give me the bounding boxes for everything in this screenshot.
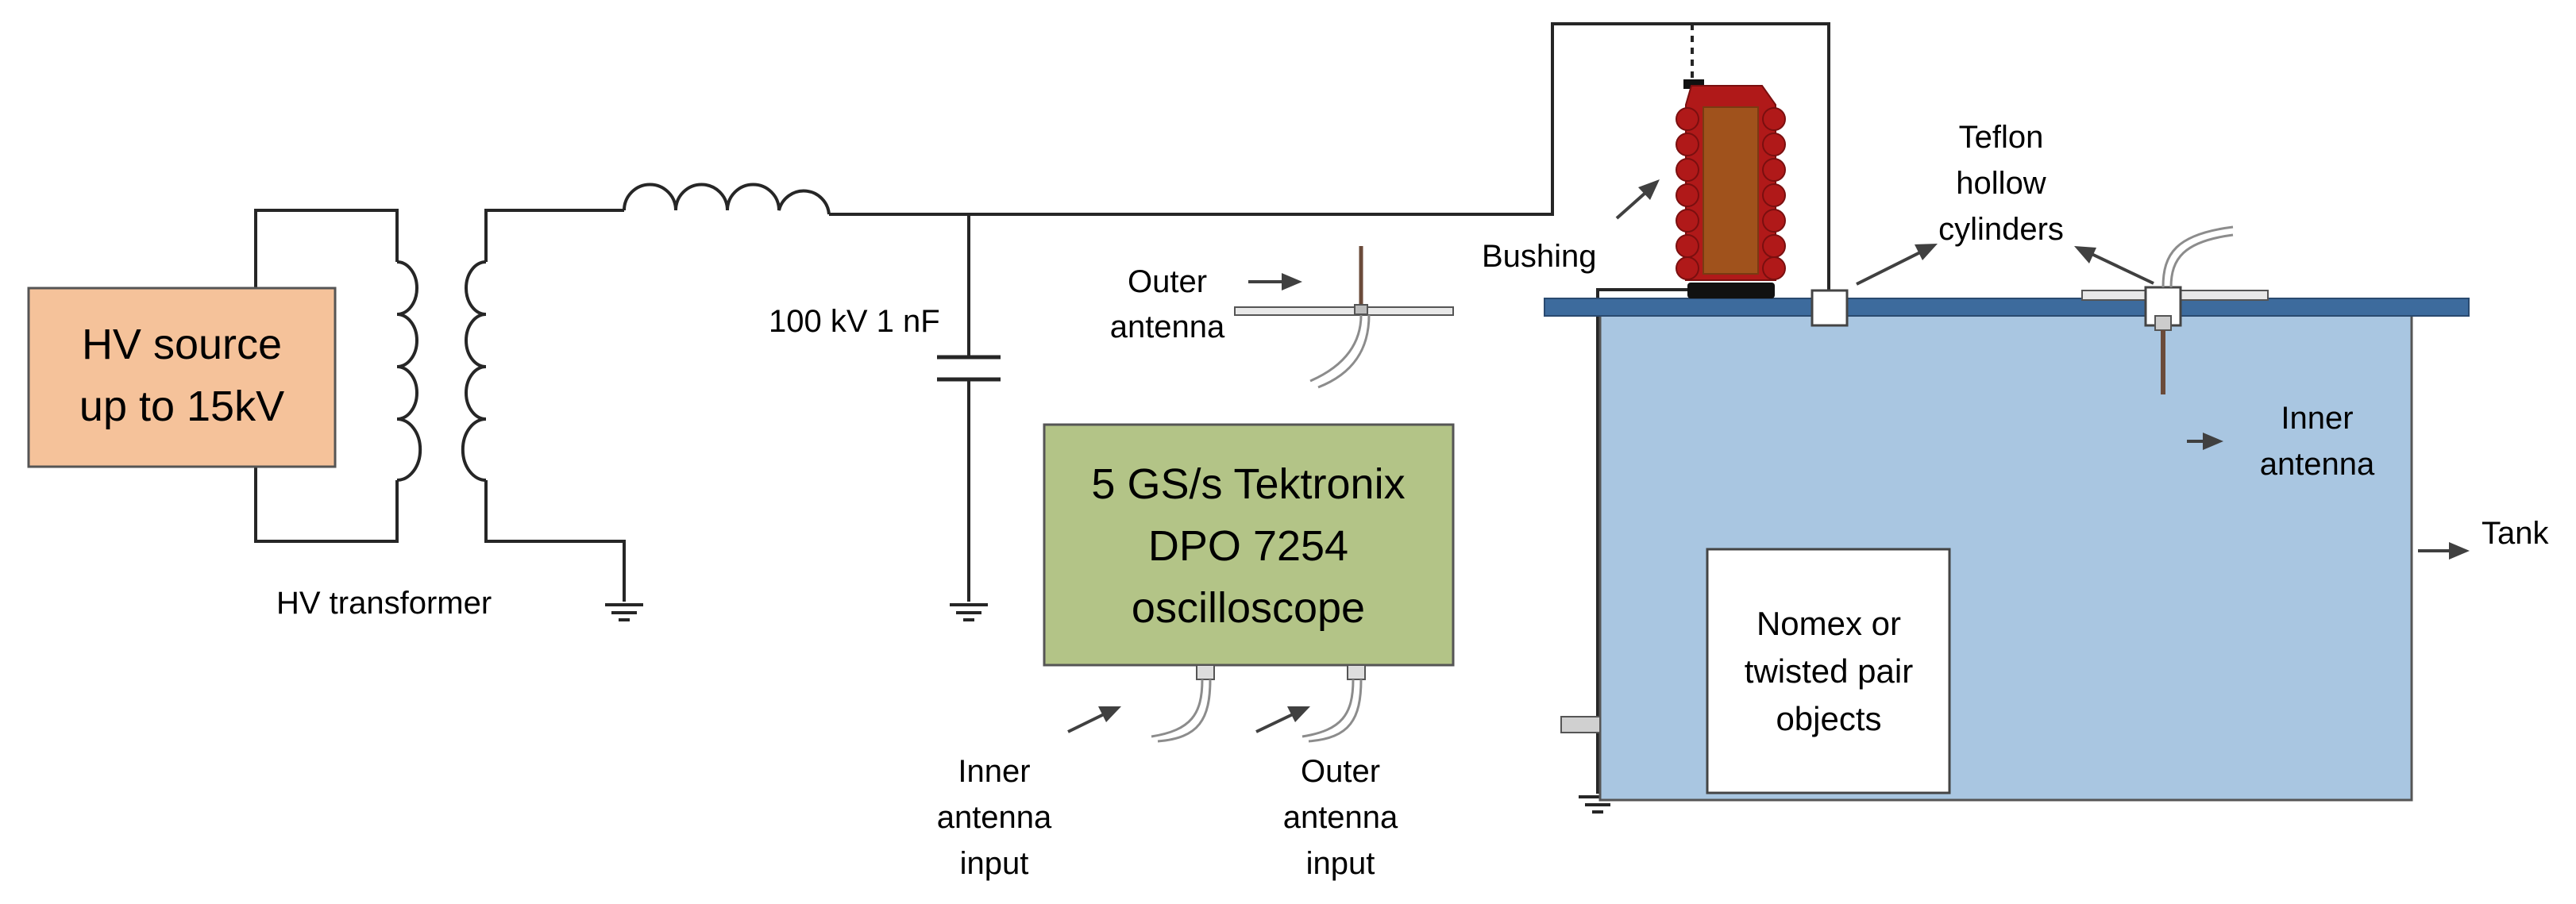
outer-antenna: Outer antenna	[1110, 246, 1454, 389]
test-object-label-line1: Nomex or	[1757, 605, 1901, 642]
ground-icon	[605, 603, 643, 621]
oscilloscope-label-line3: oscilloscope	[1132, 584, 1365, 632]
oscilloscope-label-line2: DPO 7254	[1148, 522, 1348, 570]
inductor	[623, 183, 831, 215]
arrow-outer-antenna-input	[1255, 706, 1310, 733]
arrow-inner-antenna	[2187, 433, 2223, 450]
hv-source: HV source up to 15kV	[27, 287, 337, 468]
outer-antenna-input-line3: input	[1306, 846, 1375, 881]
arrow-bushing	[1615, 179, 1660, 220]
ground-icon	[950, 603, 988, 621]
outer-antenna-input-line1: Outer	[1301, 754, 1380, 789]
inner-antenna	[2081, 225, 2269, 394]
outer-antenna-input-line2: antenna	[1283, 800, 1398, 835]
teflon-label: Teflon hollow cylinders	[1938, 120, 2064, 247]
oscilloscope: 5 GS/s Tektronix DPO 7254 oscilloscope	[1043, 423, 1455, 743]
capacitor-label: 100 kV 1 nF	[769, 304, 940, 339]
teflon-label-line3: cylinders	[1938, 212, 2064, 247]
inner-antenna-label-line2: antenna	[2260, 447, 2375, 482]
arrow-teflon-right	[2074, 246, 2154, 285]
tank-label: Tank	[2482, 516, 2549, 551]
test-object-label-line2: twisted pair	[1745, 652, 1913, 690]
transformer-label: HV transformer	[276, 586, 492, 621]
hv-transformer: HV transformer	[276, 260, 492, 621]
teflon-label-line1: Teflon	[1959, 120, 2044, 155]
arrow-teflon-left	[1856, 244, 1938, 286]
arrow-tank	[2418, 542, 2470, 560]
inner-antenna-input-line2: antenna	[937, 800, 1052, 835]
circuit-wires	[254, 22, 1830, 794]
test-object: Nomex or twisted pair objects	[1706, 548, 1951, 794]
outer-antenna-label-line1: Outer	[1128, 264, 1207, 299]
inner-antenna-label-line1: Inner	[2281, 401, 2353, 436]
arrow-outer-antenna	[1248, 273, 1302, 290]
tank	[1544, 289, 2470, 802]
inner-antenna-input-line1: Inner	[958, 754, 1030, 789]
arrow-inner-antenna-input	[1067, 706, 1121, 733]
bushing-label: Bushing	[1482, 239, 1597, 274]
oscilloscope-label-line1: 5 GS/s Tektronix	[1091, 460, 1405, 508]
teflon-label-line2: hollow	[1956, 166, 2046, 201]
bushing: Bushing	[1482, 24, 1786, 298]
hv-source-label-line2: up to 15kV	[79, 383, 284, 430]
capacitor: 100 kV 1 nF	[769, 304, 1001, 382]
outer-antenna-label-line2: antenna	[1110, 310, 1225, 344]
hv-source-label-line1: HV source	[82, 321, 282, 368]
test-object-label-line3: objects	[1776, 700, 1881, 737]
inner-antenna-input-line3: input	[960, 846, 1029, 881]
